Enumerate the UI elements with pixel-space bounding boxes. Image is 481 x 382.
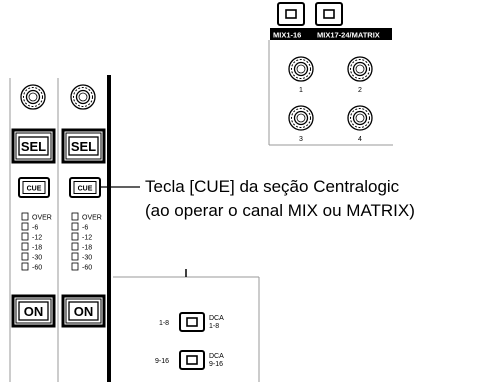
strip-2-on-label: ON — [74, 304, 94, 319]
dca-1-8-right-top: DCA — [209, 315, 224, 322]
meter-label: -12 — [82, 235, 92, 242]
meter-label: -18 — [32, 245, 42, 252]
strip-1-cue-label: CUE — [27, 186, 42, 193]
dca-section: 1-8 DCA 1-8 9-16 DCA 9-16 — [113, 269, 260, 382]
meter-label: -30 — [82, 255, 92, 262]
mix-knob-2[interactable] — [347, 56, 373, 82]
mix-knob-2-label: 2 — [358, 87, 362, 94]
strip-2-knob[interactable] — [70, 84, 96, 110]
mix-knob-3-label: 3 — [299, 136, 303, 143]
mix-knob-3[interactable] — [288, 105, 314, 131]
meter-label: -6 — [32, 225, 38, 232]
meter-label: -12 — [32, 235, 42, 242]
strip-2: SEL CUE OVER -6 -12 -18 -30 -60 ON — [61, 84, 106, 328]
meter-label: -18 — [82, 245, 92, 252]
mix-knob-1[interactable] — [288, 56, 314, 82]
mix17-24-matrix-button[interactable] — [315, 2, 343, 26]
mix17-24-matrix-label: MIX17-24/MATRIX — [317, 31, 380, 40]
strip-1-meter: OVER -6 -12 -18 -30 -60 — [21, 212, 52, 272]
dca-9-16-right-bottom: 9-16 — [209, 361, 223, 368]
channel-strip-panel — [9, 75, 111, 382]
strip-2-cue-label: CUE — [78, 186, 93, 193]
strip-1-sel-button[interactable]: SEL — [11, 128, 56, 164]
dca-9-16-left-label: 9-16 — [155, 358, 169, 365]
strip-1: SEL CUE OVER -6 -12 -18 -30 -60 ON — [11, 84, 56, 328]
meter-label: -60 — [32, 265, 42, 272]
annotation-line-2: (ao operar o canal MIX ou MATRIX) — [145, 201, 415, 220]
meter-label: OVER — [82, 215, 102, 222]
strip-1-knob[interactable] — [20, 84, 46, 110]
mix-knob-4[interactable] — [347, 105, 373, 131]
mix-knob-1-label: 1 — [299, 87, 303, 94]
dca-1-8-right-bottom: 1-8 — [209, 323, 219, 330]
meter-label: -30 — [32, 255, 42, 262]
mix1-16-label: MIX1-16 — [273, 31, 301, 40]
strip-2-cue-button[interactable]: CUE — [69, 177, 101, 198]
meter-label: -60 — [82, 265, 92, 272]
mix1-16-button[interactable] — [277, 2, 305, 26]
strip-2-meter: OVER -6 -12 -18 -30 -60 — [71, 212, 102, 272]
dca-9-16-right-top: DCA — [209, 353, 224, 360]
annotation-line-1: Tecla [CUE] da seção Centralogic — [145, 177, 400, 196]
mix-knob-4-label: 4 — [358, 136, 362, 143]
dca-1-8-button[interactable] — [179, 312, 205, 332]
strip-2-on-button[interactable]: ON — [61, 294, 106, 328]
mix-header-bar — [270, 28, 392, 40]
strip-1-sel-label: SEL — [21, 139, 46, 154]
meter-label: -6 — [82, 225, 88, 232]
strip-1-on-label: ON — [24, 304, 44, 319]
strip-1-cue-button[interactable]: CUE — [18, 177, 50, 198]
strip-2-sel-label: SEL — [71, 139, 96, 154]
dca-1-8-left-label: 1-8 — [159, 320, 169, 327]
strip-1-on-button[interactable]: ON — [11, 294, 56, 328]
strip-2-sel-button[interactable]: SEL — [61, 128, 106, 164]
mix-section: MIX1-16 MIX17-24/MATRIX 1 2 3 4 — [268, 2, 393, 146]
dca-9-16-button[interactable] — [179, 350, 205, 370]
meter-label: OVER — [32, 215, 52, 222]
